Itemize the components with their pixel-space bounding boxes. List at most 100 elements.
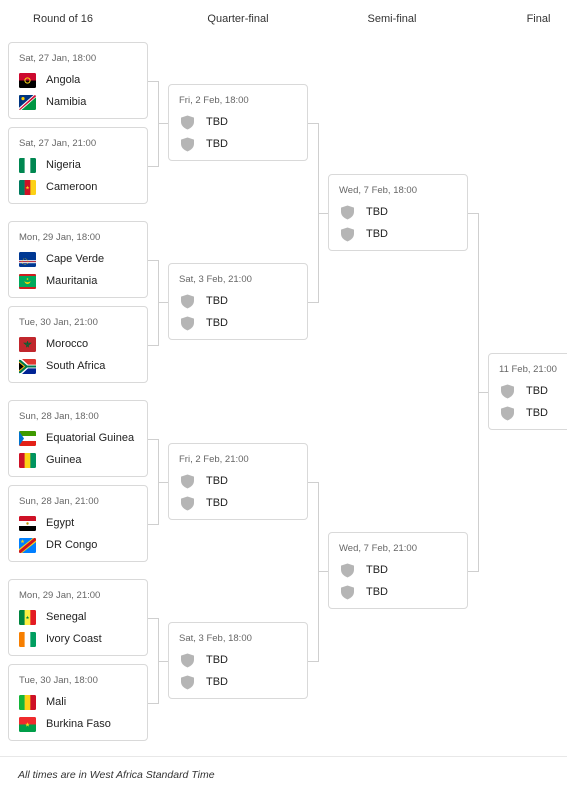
shield-icon xyxy=(339,205,356,220)
match-date: Sat, 3 Feb, 21:00 xyxy=(179,274,252,285)
cape-verde-flag-icon xyxy=(19,251,36,267)
connector-line xyxy=(148,618,158,619)
team-slot-tbd[interactable]: TBD xyxy=(179,652,228,668)
connector-line xyxy=(468,213,478,214)
guinea-flag-icon xyxy=(19,452,36,468)
shield-icon xyxy=(339,563,356,578)
team-slot-tbd[interactable]: TBD xyxy=(499,383,548,399)
team-slot-tbd[interactable]: TBD xyxy=(179,114,228,130)
team-name: TBD xyxy=(366,206,388,218)
team-entry[interactable]: Burkina Faso xyxy=(19,716,111,732)
shield-icon xyxy=(499,384,516,399)
team-name: Guinea xyxy=(46,454,82,466)
team-entry[interactable]: DR Congo xyxy=(19,537,97,553)
team-entry[interactable]: Cape Verde xyxy=(19,251,104,267)
burkina-faso-flag-icon xyxy=(19,716,36,732)
team-entry[interactable]: Nigeria xyxy=(19,157,81,173)
team-name: Mali xyxy=(46,696,67,708)
team-name: TBD xyxy=(206,497,228,509)
team-slot-tbd[interactable]: TBD xyxy=(179,674,228,690)
team-entry[interactable]: South Africa xyxy=(19,358,105,374)
equatorial-guinea-flag-icon xyxy=(19,430,36,446)
header-quarter-final: Quarter-final xyxy=(207,13,269,25)
team-entry[interactable]: Ivory Coast xyxy=(19,631,102,647)
footer-divider xyxy=(0,756,567,757)
team-slot-tbd[interactable]: TBD xyxy=(339,562,388,578)
team-entry[interactable]: Guinea xyxy=(19,452,81,468)
connector-line xyxy=(318,571,328,572)
match-date: Sun, 28 Jan, 18:00 xyxy=(19,411,99,422)
match-date: Sat, 3 Feb, 18:00 xyxy=(179,633,252,644)
team-entry[interactable]: Namibia xyxy=(19,94,86,110)
connector-line xyxy=(478,392,488,393)
south-africa-flag-icon xyxy=(19,358,36,374)
team-name: South Africa xyxy=(46,360,106,372)
team-name: TBD xyxy=(526,407,548,419)
team-name: Angola xyxy=(46,74,81,86)
team-name: Senegal xyxy=(46,611,87,623)
team-slot-tbd[interactable]: TBD xyxy=(179,495,228,511)
senegal-flag-icon xyxy=(19,609,36,625)
connector-line xyxy=(318,482,319,662)
team-slot-tbd[interactable]: TBD xyxy=(339,584,388,600)
connector-line xyxy=(148,166,158,167)
team-name: DR Congo xyxy=(46,539,98,551)
team-name: TBD xyxy=(366,586,388,598)
team-entry[interactable]: Morocco xyxy=(19,336,88,352)
team-slot-tbd[interactable]: TBD xyxy=(179,136,228,152)
connector-line xyxy=(158,260,159,346)
team-entry[interactable]: Cameroon xyxy=(19,179,97,195)
header-final: Final xyxy=(526,13,551,25)
team-name: Ivory Coast xyxy=(46,633,102,645)
team-name: Equatorial Guinea xyxy=(46,432,135,444)
shield-icon xyxy=(179,653,196,668)
header-round-of-16: Round of 16 xyxy=(33,13,93,25)
connector-line xyxy=(158,302,168,303)
team-slot-tbd[interactable]: TBD xyxy=(339,204,388,220)
team-slot-tbd[interactable]: TBD xyxy=(339,226,388,242)
team-entry[interactable]: Equatorial Guinea xyxy=(19,430,134,446)
connector-line xyxy=(308,661,318,662)
team-name: TBD xyxy=(526,385,548,397)
morocco-flag-icon xyxy=(19,336,36,352)
timezone-footnote: All times are in West Africa Standard Ti… xyxy=(18,769,215,781)
match-date: Tue, 30 Jan, 18:00 xyxy=(19,675,98,686)
match-date: Mon, 29 Jan, 21:00 xyxy=(19,590,101,601)
team-name: Cameroon xyxy=(46,181,98,193)
team-entry[interactable]: Egypt xyxy=(19,515,74,531)
shield-icon xyxy=(339,585,356,600)
team-entry[interactable]: Senegal xyxy=(19,609,86,625)
match-date: Sun, 28 Jan, 21:00 xyxy=(19,496,99,507)
match-date: Fri, 2 Feb, 21:00 xyxy=(179,454,249,465)
connector-line xyxy=(158,123,168,124)
team-slot-tbd[interactable]: TBD xyxy=(499,405,548,421)
cameroon-flag-icon xyxy=(19,179,36,195)
shield-icon xyxy=(499,406,516,421)
team-entry[interactable]: Mauritania xyxy=(19,273,97,289)
match-date: Wed, 7 Feb, 21:00 xyxy=(339,543,417,554)
match-date: Fri, 2 Feb, 18:00 xyxy=(179,95,249,106)
team-slot-tbd[interactable]: TBD xyxy=(179,473,228,489)
team-entry[interactable]: Mali xyxy=(19,694,66,710)
match-date: Tue, 30 Jan, 21:00 xyxy=(19,317,98,328)
team-slot-tbd[interactable]: TBD xyxy=(179,315,228,331)
team-entry[interactable]: Angola xyxy=(19,72,80,88)
team-name: TBD xyxy=(206,317,228,329)
team-slot-tbd[interactable]: TBD xyxy=(179,293,228,309)
team-name: Mauritania xyxy=(46,275,98,287)
